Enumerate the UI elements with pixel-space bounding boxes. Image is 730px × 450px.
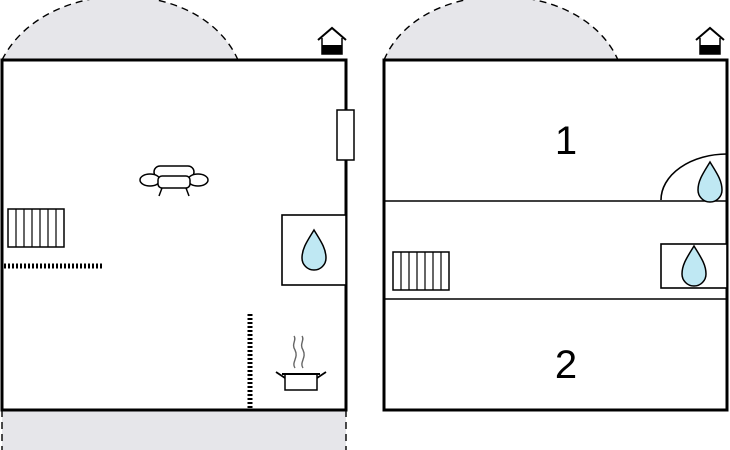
sofa-icon	[139, 165, 209, 197]
cooking-pot-icon	[275, 335, 327, 391]
water-drop-icon	[697, 161, 723, 203]
room-label: 1	[555, 119, 577, 163]
room-label: 2	[555, 343, 577, 387]
floor-plan-right: 1 2	[382, 0, 729, 412]
radiator-icon	[7, 208, 65, 248]
outside-area-top-left	[0, 0, 240, 61]
floor-plan-left	[0, 0, 355, 450]
outer-wall-right	[382, 58, 729, 412]
house-floor-indicator-icon	[695, 27, 725, 55]
window	[336, 109, 355, 161]
radiator-icon	[392, 251, 450, 291]
house-floor-indicator-icon	[317, 27, 347, 55]
outside-area-top-right	[382, 0, 620, 61]
shower-area	[660, 153, 728, 201]
outside-area-bottom-left	[2, 410, 346, 450]
